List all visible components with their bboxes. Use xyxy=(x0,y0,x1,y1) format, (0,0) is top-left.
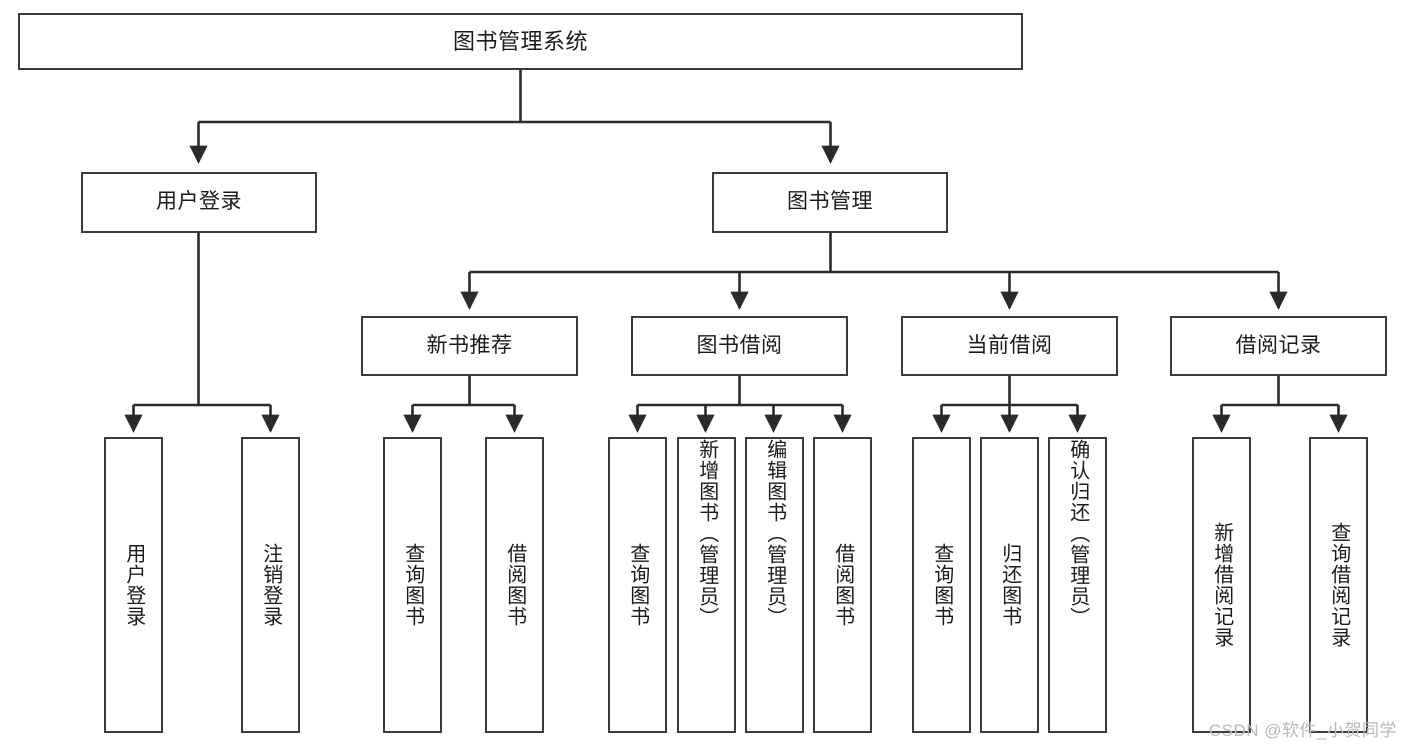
leaf-current-borrow-2-label: 确认归还（管理员） xyxy=(1066,439,1089,628)
node-root-label: 图书管理系统 xyxy=(452,28,588,54)
leaf-current-borrow-0-label: 查询图书 xyxy=(930,543,953,627)
leaf-borrow-record-0[interactable]: 新增借阅记录 xyxy=(1192,437,1251,733)
leaf-book-borrow-2[interactable]: 编辑图书（管理员） xyxy=(745,437,804,733)
leaf-book-borrow-2-label: 编辑图书（管理员） xyxy=(763,439,786,628)
leaf-user-login-0[interactable]: 用户登录 xyxy=(104,437,163,733)
leaf-new-book-0-label: 查询图书 xyxy=(401,543,424,627)
leaf-user-login-1-label: 注销登录 xyxy=(259,543,282,627)
node-new-book-label: 新书推荐 xyxy=(426,333,513,357)
node-book-borrow[interactable]: 图书借阅 xyxy=(631,316,848,376)
node-current-borrow[interactable]: 当前借阅 xyxy=(901,316,1118,376)
leaf-book-borrow-0-label: 查询图书 xyxy=(626,543,649,627)
leaf-book-borrow-3[interactable]: 借阅图书 xyxy=(813,437,872,733)
leaf-borrow-record-0-label: 新增借阅记录 xyxy=(1210,522,1233,648)
leaf-book-borrow-1[interactable]: 新增图书（管理员） xyxy=(677,437,736,733)
node-borrow-record[interactable]: 借阅记录 xyxy=(1170,316,1387,376)
leaf-new-book-1[interactable]: 借阅图书 xyxy=(485,437,544,733)
leaf-new-book-1-label: 借阅图书 xyxy=(503,543,526,627)
watermark: CSDN @软件_小贺同学 xyxy=(1208,721,1397,740)
leaf-current-borrow-1[interactable]: 归还图书 xyxy=(980,437,1039,733)
leaf-new-book-0[interactable]: 查询图书 xyxy=(383,437,442,733)
node-borrow-record-label: 借阅记录 xyxy=(1235,333,1322,357)
leaf-current-borrow-2[interactable]: 确认归还（管理员） xyxy=(1048,437,1107,733)
leaf-current-borrow-0[interactable]: 查询图书 xyxy=(912,437,971,733)
node-book-borrow-label: 图书借阅 xyxy=(696,333,783,357)
node-user-login-label: 用户登录 xyxy=(156,190,242,214)
leaf-borrow-record-1[interactable]: 查询借阅记录 xyxy=(1309,437,1368,733)
node-book-manage[interactable]: 图书管理 xyxy=(712,172,948,233)
leaf-borrow-record-1-label: 查询借阅记录 xyxy=(1327,522,1350,648)
node-new-book[interactable]: 新书推荐 xyxy=(361,316,578,376)
node-current-borrow-label: 当前借阅 xyxy=(966,333,1053,357)
leaf-book-borrow-3-label: 借阅图书 xyxy=(831,543,854,627)
leaf-book-borrow-0[interactable]: 查询图书 xyxy=(608,437,667,733)
node-root[interactable]: 图书管理系统 xyxy=(18,13,1023,70)
leaf-user-login-0-label: 用户登录 xyxy=(122,543,145,627)
leaf-user-login-1[interactable]: 注销登录 xyxy=(241,437,300,733)
leaf-book-borrow-1-label: 新增图书（管理员） xyxy=(695,439,718,628)
node-user-login[interactable]: 用户登录 xyxy=(81,172,317,233)
node-book-manage-label: 图书管理 xyxy=(787,190,873,214)
leaf-current-borrow-1-label: 归还图书 xyxy=(998,543,1021,627)
